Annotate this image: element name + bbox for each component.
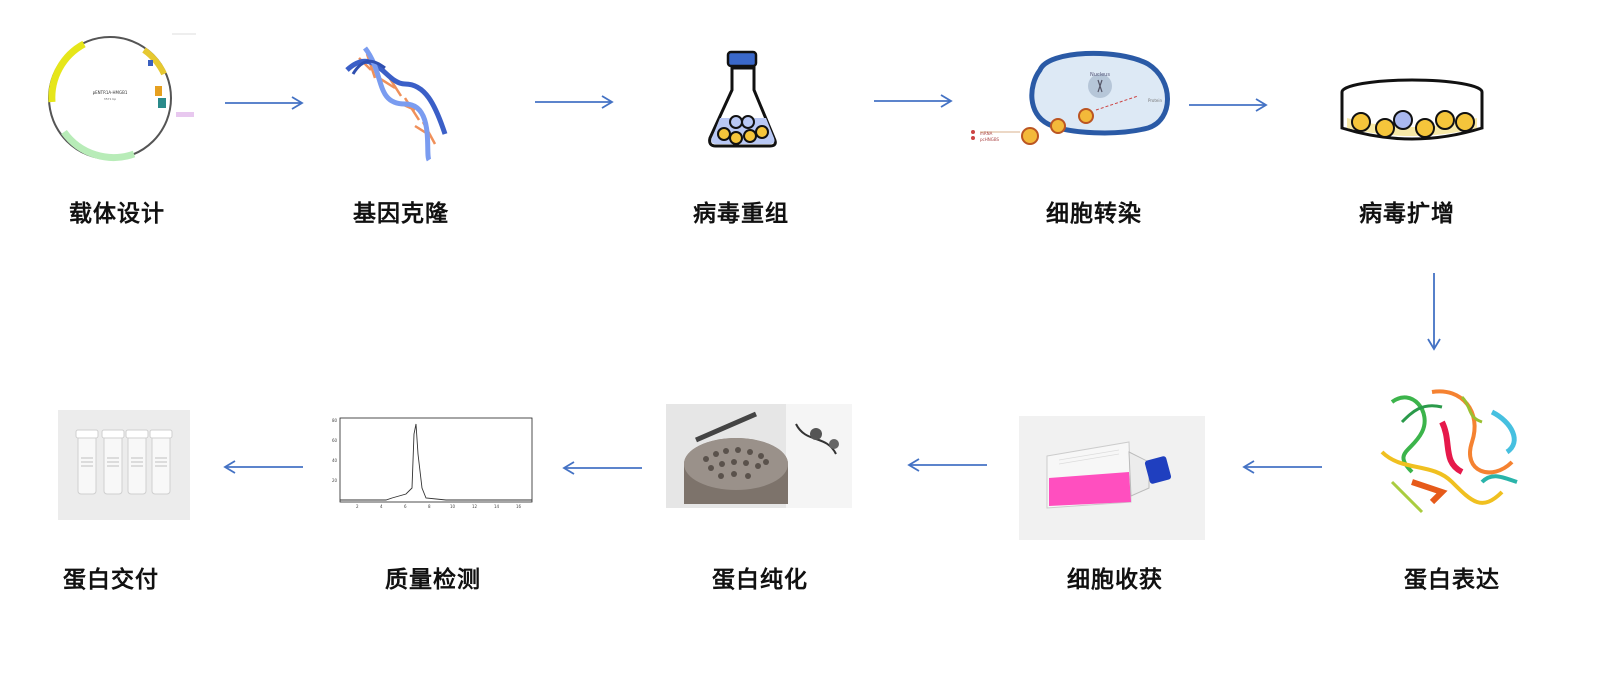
step-label-virus-recombination: 病毒重组 [693, 200, 789, 227]
step-label-cell-harvest: 细胞收获 [1067, 566, 1163, 593]
dna-helix-icon [345, 46, 448, 162]
svg-text:8: 8 [428, 504, 431, 509]
arrow-right [1189, 98, 1268, 112]
step-label-cell-transfection: 细胞转染 [1046, 200, 1142, 227]
step-label-vector-design: 载体设计 [69, 200, 165, 227]
svg-text:80: 80 [332, 418, 338, 423]
svg-text:16: 16 [516, 504, 522, 509]
arrow-down [1427, 273, 1441, 351]
arrow-left [223, 460, 303, 474]
sample-tubes-photo [58, 410, 190, 520]
step-label-protein-purification: 蛋白纯化 [712, 566, 808, 593]
svg-text:10: 10 [450, 504, 456, 509]
svg-text:Protein: Protein [1148, 98, 1162, 103]
culture-flask-photo [1019, 416, 1205, 540]
erlenmeyer-flask-icon [708, 50, 777, 148]
arrow-left [562, 461, 642, 475]
arrow-right [874, 94, 953, 108]
svg-text:40: 40 [332, 458, 338, 463]
arrow-right [225, 96, 304, 110]
step-label-quality-testing: 质量检测 [385, 566, 481, 593]
arrow-right [535, 95, 614, 109]
svg-text:mRNA: mRNA [980, 131, 993, 136]
cell-transfection-diagram: Nucleus mRNA pcHNGBS Protein [971, 50, 1170, 145]
chromatogram-image: 80 60 40 20 2 4 6 8 10 12 14 16 [332, 417, 533, 509]
svg-text:pcHNGBS: pcHNGBS [980, 137, 1000, 142]
svg-text:20: 20 [332, 478, 338, 483]
step-label-protein-expression: 蛋白表达 [1404, 566, 1500, 593]
svg-text:6: 6 [404, 504, 407, 509]
plasmid-map-image: pENTR1A-HMGB1 3571 bp [48, 33, 196, 161]
svg-text:4: 4 [380, 504, 383, 509]
step-label-virus-amplification: 病毒扩增 [1359, 200, 1455, 227]
purification-instrument-photo [666, 404, 852, 508]
svg-text:2: 2 [356, 504, 359, 509]
svg-text:14: 14 [494, 504, 500, 509]
svg-text:3571 bp: 3571 bp [104, 97, 116, 101]
petri-dish-icon [1340, 78, 1484, 141]
arrow-left [1242, 460, 1322, 474]
svg-text:60: 60 [332, 438, 338, 443]
arrow-left [907, 458, 987, 472]
svg-text:Nucleus: Nucleus [1090, 72, 1110, 78]
svg-text:pENTR1A-HMGB1: pENTR1A-HMGB1 [93, 90, 128, 95]
step-label-protein-delivery: 蛋白交付 [63, 566, 159, 593]
svg-text:12: 12 [472, 504, 478, 509]
step-label-gene-cloning: 基因克隆 [353, 200, 449, 227]
protein-structure-image [1380, 389, 1518, 514]
